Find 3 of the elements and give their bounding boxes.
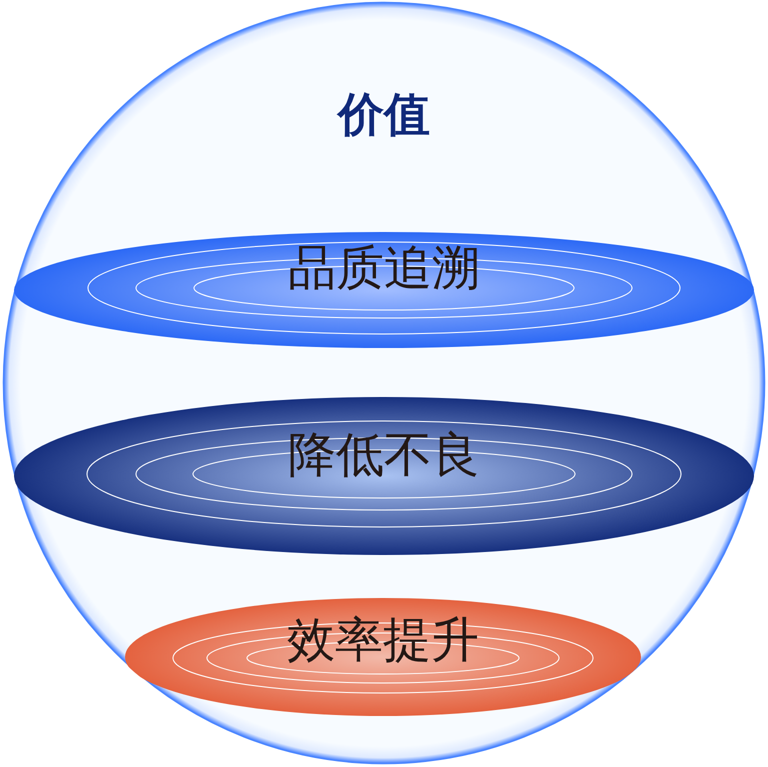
disc-layer	[14, 232, 754, 348]
sphere-title: 价值	[338, 88, 430, 140]
disc-layer	[14, 397, 754, 555]
